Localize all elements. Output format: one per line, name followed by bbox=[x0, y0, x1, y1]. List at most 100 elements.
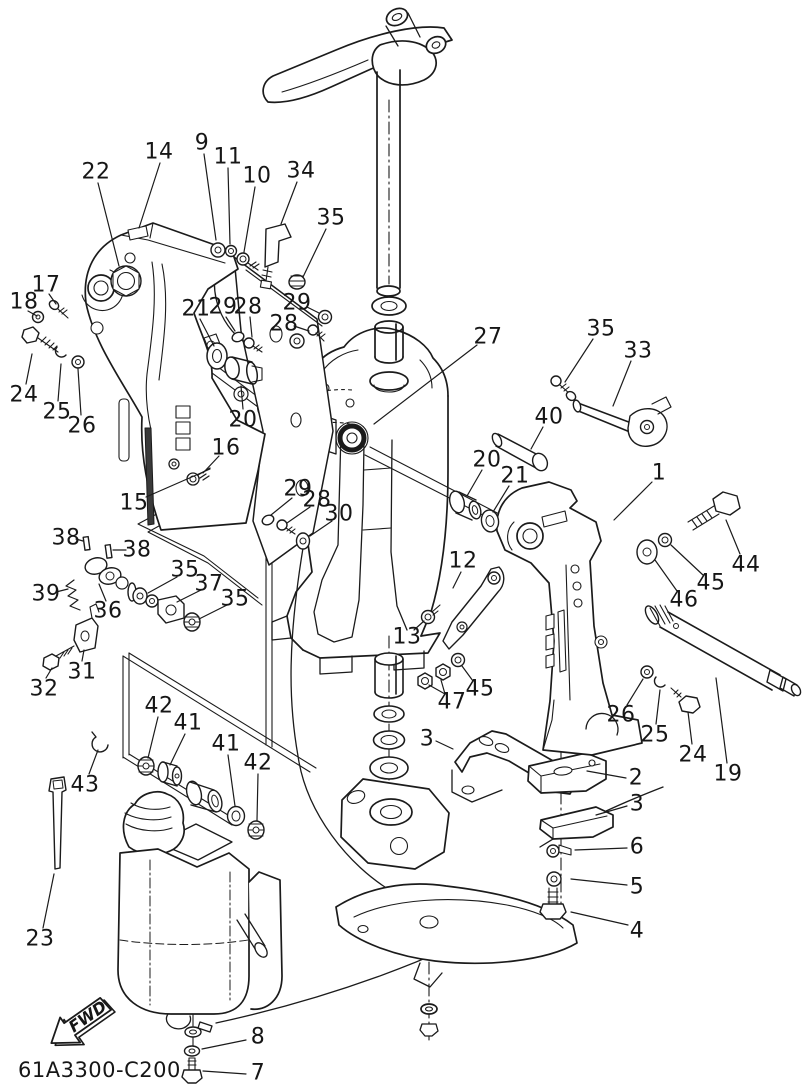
leader-line-25 bbox=[655, 689, 661, 725]
part-label-23-48: 23 bbox=[26, 927, 55, 952]
leader-line-15 bbox=[145, 468, 211, 498]
starboard-clamp-bracket bbox=[495, 481, 643, 756]
leader-line-29 bbox=[270, 497, 293, 516]
swivel-shaft bbox=[371, 69, 407, 364]
leader-line-43 bbox=[88, 749, 99, 775]
part-label-10-4: 10 bbox=[243, 164, 272, 189]
part-label-13-31: 13 bbox=[393, 625, 422, 650]
part-label-29-15: 29 bbox=[283, 291, 312, 316]
part-label-35-38: 35 bbox=[171, 558, 200, 583]
leader-line-11 bbox=[227, 167, 231, 245]
leader-line-12 bbox=[452, 571, 462, 589]
part-label-35-21: 35 bbox=[587, 317, 616, 342]
part-label-40-23: 40 bbox=[535, 405, 564, 430]
leader-line-21 bbox=[492, 485, 510, 513]
mid-fasteners bbox=[261, 514, 311, 550]
part-label-32-42: 32 bbox=[30, 677, 59, 702]
lower-mount-cover bbox=[335, 883, 578, 1037]
leader-line-41 bbox=[169, 733, 186, 766]
part-label-2-50: 2 bbox=[629, 766, 644, 791]
leader-line-45 bbox=[461, 665, 474, 682]
part-label-28-14: 28 bbox=[234, 295, 263, 320]
leader-line-35 bbox=[564, 338, 594, 383]
leader-line-38 bbox=[75, 538, 84, 542]
part-label-28-16: 28 bbox=[270, 312, 299, 337]
part-label-29-13: 29 bbox=[209, 295, 238, 320]
part-label-11-3: 11 bbox=[214, 145, 243, 170]
part-label-3-49: 3 bbox=[420, 727, 435, 752]
part-label-12-30: 12 bbox=[449, 549, 478, 574]
part-label-21-25: 21 bbox=[501, 464, 530, 489]
part-label-1-26: 1 bbox=[652, 461, 667, 486]
leader-line-14 bbox=[138, 162, 161, 229]
leader-line-47 bbox=[428, 684, 446, 695]
part-label-6-52: 6 bbox=[630, 835, 645, 860]
leader-line-28 bbox=[286, 506, 311, 524]
leader-line-28 bbox=[293, 325, 310, 332]
trim-tilt-unit bbox=[117, 791, 283, 1084]
leader-line-22 bbox=[97, 182, 120, 267]
part-label-4-54: 4 bbox=[630, 919, 645, 944]
leader-line-36 bbox=[98, 583, 107, 602]
part-label-43-47: 43 bbox=[71, 773, 100, 798]
part-label-25-59: 25 bbox=[641, 723, 670, 748]
part-label-19-61: 19 bbox=[714, 762, 743, 787]
part-label-35-40: 35 bbox=[221, 587, 250, 612]
part-label-20-17: 20 bbox=[229, 408, 258, 433]
part-label-42-43: 42 bbox=[145, 694, 174, 719]
part-label-31-41: 31 bbox=[68, 660, 97, 685]
leader-line-37 bbox=[176, 589, 202, 603]
part-label-16-18: 16 bbox=[212, 436, 241, 461]
leader-line-24 bbox=[687, 711, 693, 745]
part-label-46-57: 46 bbox=[670, 588, 699, 613]
leader-line-34 bbox=[280, 181, 298, 225]
leader-line-20 bbox=[466, 469, 483, 497]
leader-line-21 bbox=[199, 318, 215, 347]
part-label-17-7: 17 bbox=[32, 273, 61, 298]
leader-line-31 bbox=[81, 649, 85, 662]
part-label-39-36: 39 bbox=[32, 582, 61, 607]
part-label-21-12: 21 bbox=[182, 297, 211, 322]
leader-line-47 bbox=[440, 679, 446, 695]
leader-line-2 bbox=[586, 770, 627, 779]
leader-line-30 bbox=[309, 520, 333, 537]
bushing-20-washer-21-left bbox=[206, 342, 263, 385]
mount-blocks bbox=[527, 752, 614, 840]
leader-line-4 bbox=[570, 911, 629, 926]
part-label-22-0: 22 bbox=[82, 160, 111, 185]
leader-line-13 bbox=[413, 620, 425, 631]
part-label-29-27: 29 bbox=[284, 477, 313, 502]
part-label-24-9: 24 bbox=[10, 383, 39, 408]
diagram-code: 61A3300-C200 bbox=[18, 1058, 181, 1082]
leader-line-29 bbox=[225, 316, 236, 332]
part-label-41-44: 41 bbox=[174, 711, 203, 736]
part-label-45-32: 45 bbox=[466, 677, 495, 702]
part-label-30-29: 30 bbox=[325, 502, 354, 527]
mount-fasteners bbox=[539, 844, 572, 920]
leader-line-26 bbox=[77, 368, 82, 416]
leader-line-29 bbox=[306, 306, 320, 314]
trim-bushings bbox=[48, 731, 265, 870]
leader-line-6 bbox=[574, 847, 628, 851]
leader-line-41 bbox=[227, 754, 236, 807]
leader-line-24 bbox=[25, 353, 33, 385]
part-label-20-24: 20 bbox=[473, 448, 502, 473]
right-hardware bbox=[417, 375, 802, 714]
leader-line-8 bbox=[201, 1039, 247, 1050]
leader-line-1 bbox=[613, 481, 653, 521]
part-label-24-60: 24 bbox=[679, 743, 708, 768]
leader-line-20 bbox=[240, 385, 244, 410]
part-label-34-5: 34 bbox=[287, 159, 316, 184]
leader-line-3 bbox=[595, 805, 628, 816]
part-label-14-1: 14 bbox=[145, 140, 174, 165]
part-label-45-56: 45 bbox=[697, 571, 726, 596]
part-label-36-37: 36 bbox=[94, 599, 123, 624]
part-label-26-58: 26 bbox=[607, 703, 636, 728]
leader-line-40 bbox=[530, 426, 544, 450]
leader-line-33 bbox=[612, 360, 632, 407]
part-label-42-46: 42 bbox=[244, 751, 273, 776]
part-label-33-22: 33 bbox=[624, 339, 653, 364]
part-label-41-45: 41 bbox=[212, 732, 241, 757]
part-label-47-33: 47 bbox=[438, 690, 467, 715]
